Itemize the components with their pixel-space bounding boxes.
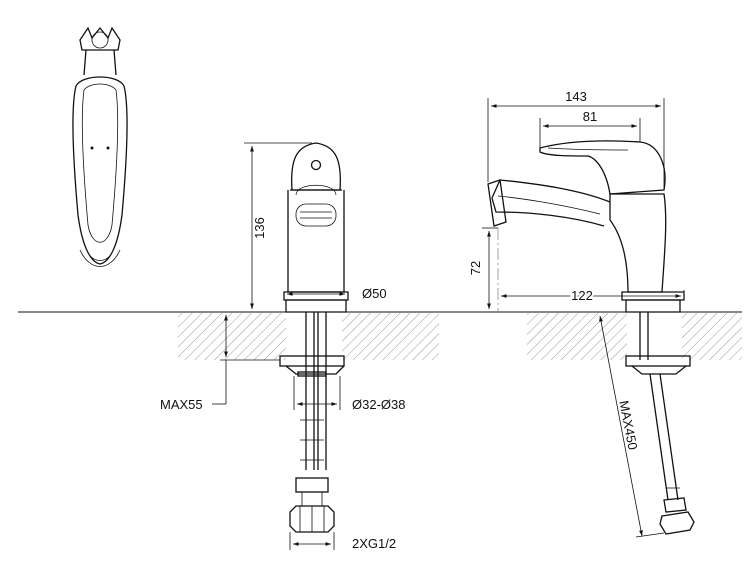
countertop-hatch-center <box>342 313 439 360</box>
dim-label-max450: MAX450 <box>616 399 640 451</box>
dim-label-143: 143 <box>565 89 587 104</box>
dim-diameter-50: Ø50 <box>283 286 387 301</box>
faucet-front-view <box>279 142 349 533</box>
faucet-top-view <box>72 26 128 267</box>
dim-height-136: 136 <box>244 142 312 313</box>
dim-max55: MAX55 <box>160 315 280 412</box>
dim-label-81: 81 <box>583 109 597 124</box>
dim-label-max55: MAX55 <box>160 397 203 412</box>
dim-label-d50: Ø50 <box>362 286 387 301</box>
dim-label-136: 136 <box>252 217 267 239</box>
dim-thread <box>289 532 335 550</box>
dim-lever-81: 81 <box>539 109 641 148</box>
dim-label-d32-38: Ø32-Ø38 <box>352 397 405 412</box>
dim-spout-height-72: 72 <box>468 227 498 309</box>
dim-hole-diameter: 2XG1/2 Ø32-Ø38 <box>293 376 405 551</box>
dim-label-hole: 2XG1/2 <box>352 536 396 551</box>
countertop-hatch-left <box>178 313 286 360</box>
countertop-hatch-right-b <box>682 313 742 360</box>
dim-length-143: 143 <box>487 89 665 190</box>
dim-label-122: 122 <box>571 288 593 303</box>
countertop-hatch-right-a <box>527 313 627 360</box>
dim-reach-122: 122 <box>501 286 685 305</box>
dim-label-72: 72 <box>468 261 483 275</box>
